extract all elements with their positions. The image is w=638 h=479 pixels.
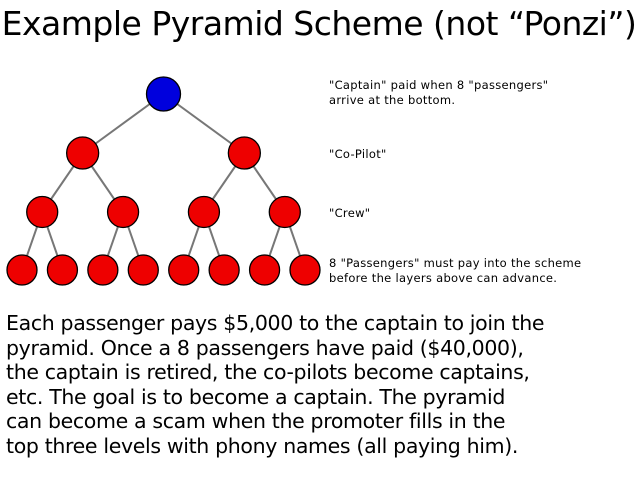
note-crew-line-1: "Crew" xyxy=(329,206,371,220)
body-line-6: top three levels with phony names (all p… xyxy=(6,433,519,458)
node-passenger-2 xyxy=(46,254,79,286)
node-passenger-3 xyxy=(87,254,119,286)
note-crew: "Crew" xyxy=(329,206,370,221)
pyramid-edges xyxy=(21,93,306,271)
body-text: Each passenger pays $5,000 to the captai… xyxy=(6,311,634,458)
node-passenger-8 xyxy=(289,254,321,286)
node-co-pilot-1 xyxy=(65,136,100,170)
body-line-4: etc. The goal is to become a captain. Th… xyxy=(6,384,506,409)
note-passengers-line-2: before the layers above can advance. xyxy=(329,271,558,285)
body-line-1: Each passenger pays $5,000 to the captai… xyxy=(6,311,545,335)
slide-title: Example Pyramid Scheme (not “Ponzi”) xyxy=(1,4,637,43)
note-copilot-line-1: "Co-Pilot" xyxy=(329,147,387,161)
node-crew-1 xyxy=(26,195,59,229)
note-captain-line-1: "Captain" paid when 8 "passengers" xyxy=(329,78,549,92)
body-line-5: can become a scam when the promoter fill… xyxy=(6,409,506,433)
node-passenger-5 xyxy=(168,254,200,286)
body-line-2: pyramid. Once a 8 passengers have paid (… xyxy=(6,335,524,360)
note-captain: "Captain" paid when 8 "passengers" arriv… xyxy=(329,78,548,108)
note-captain-line-2: arrive at the bottom. xyxy=(329,93,456,107)
node-co-pilot-2 xyxy=(227,136,262,170)
node-crew-3 xyxy=(187,195,221,229)
node-passenger-1 xyxy=(6,254,38,286)
node-captain-1 xyxy=(145,76,182,112)
body-line-3: the captain is retired, the co-pilots be… xyxy=(6,360,530,384)
note-copilot: "Co-Pilot" xyxy=(329,147,387,162)
node-passenger-4 xyxy=(127,254,159,286)
pyramid-nodes xyxy=(6,76,321,286)
node-crew-2 xyxy=(106,195,140,229)
node-passenger-7 xyxy=(248,254,281,286)
note-passengers-line-1: 8 "Passengers" must pay into the scheme xyxy=(329,256,582,270)
note-passengers: 8 "Passengers" must pay into the scheme … xyxy=(329,256,581,286)
node-passenger-6 xyxy=(208,254,240,286)
node-crew-4 xyxy=(268,195,301,229)
